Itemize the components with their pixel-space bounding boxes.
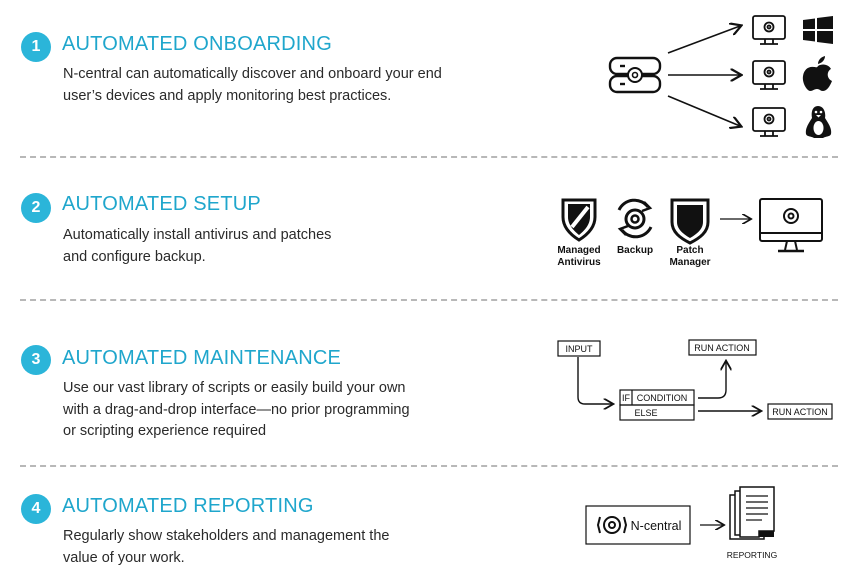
ncentral-label: N-central — [631, 519, 682, 533]
monitor-gear-icon — [752, 15, 786, 45]
section-title: AUTOMATED SETUP — [62, 193, 261, 215]
managed-antivirus-label: Antivirus — [557, 257, 601, 268]
flow-arrows — [577, 357, 760, 411]
description-line: or scripting experience required — [63, 423, 267, 439]
monitor-gear-icon — [752, 60, 786, 90]
step-number-badge: 4 — [21, 494, 51, 524]
run-action-label: RUN ACTION — [772, 407, 828, 417]
input-label: INPUT — [566, 344, 594, 354]
if-label: IF — [622, 393, 631, 403]
backup-label: Backup — [617, 245, 653, 256]
description-line: N-central can automatically discover and… — [63, 66, 442, 82]
linux-tux-icon — [805, 106, 832, 138]
section-divider — [20, 299, 838, 301]
onboarding-arrows — [667, 26, 740, 126]
run-action-right-box — [767, 403, 833, 420]
run-action-top-box — [688, 339, 757, 356]
reporting-diagram: N-central REPORTING — [585, 486, 777, 560]
monitor-gear-icon — [759, 198, 823, 253]
description-line: and configure backup. — [63, 248, 206, 265]
condition-label: CONDITION — [637, 393, 688, 403]
windows-logo-icon — [803, 16, 833, 44]
onboarding-diagram — [608, 15, 833, 138]
backup-sync-icon — [617, 198, 653, 239]
section-divider — [20, 465, 838, 467]
else-box — [619, 404, 695, 421]
shield-icon — [561, 198, 597, 242]
step-number-badge: 2 — [21, 193, 51, 223]
section-divider — [20, 156, 838, 158]
managed-antivirus-label: Managed — [557, 245, 600, 256]
patch-manager-label: Manager — [669, 257, 710, 268]
description-line: Automatically install antivirus and patc… — [63, 227, 332, 243]
setup-diagram: Managed Antivirus Backup Patch Manager — [557, 198, 823, 268]
description-line: Use our vast library of scripts or easil… — [63, 380, 406, 396]
reporting-label: REPORTING — [727, 550, 777, 560]
section-title: AUTOMATED MAINTENANCE — [62, 347, 342, 369]
section-description: N-central can automatically discover and… — [63, 64, 442, 107]
else-label: ELSE — [634, 408, 657, 418]
maintenance-flow-diagram: INPUT IF CONDITION ELSE RUN ACTION RUN A… — [557, 339, 833, 421]
description-line: user’s devices and apply monitoring best… — [63, 87, 392, 104]
step-number-badge: 1 — [21, 32, 51, 62]
ncentral-gear-icon — [596, 516, 628, 534]
section-description: Regularly show stakeholders and manageme… — [63, 526, 389, 569]
description-line: with a drag-and-drop interface—no prior … — [63, 401, 410, 418]
patch-manager-label: Patch — [676, 245, 703, 256]
report-document-icon — [729, 486, 775, 540]
section-description: Use our vast library of scripts or easil… — [63, 378, 410, 443]
section-title: AUTOMATED REPORTING — [62, 495, 314, 517]
server-gear-icon — [608, 56, 662, 94]
input-box — [557, 340, 601, 357]
section-description: Automatically install antivirus and patc… — [63, 225, 331, 268]
run-action-label: RUN ACTION — [694, 343, 750, 353]
step-number-badge: 3 — [21, 345, 51, 375]
monitor-gear-icon — [752, 107, 786, 137]
apple-logo-icon — [802, 56, 832, 91]
description-line: value of your work. — [63, 549, 185, 566]
description-line: Regularly show stakeholders and manageme… — [63, 528, 390, 544]
section-title: AUTOMATED ONBOARDING — [62, 33, 332, 55]
ncentral-box — [585, 505, 691, 545]
patch-shield-icon — [670, 198, 710, 245]
